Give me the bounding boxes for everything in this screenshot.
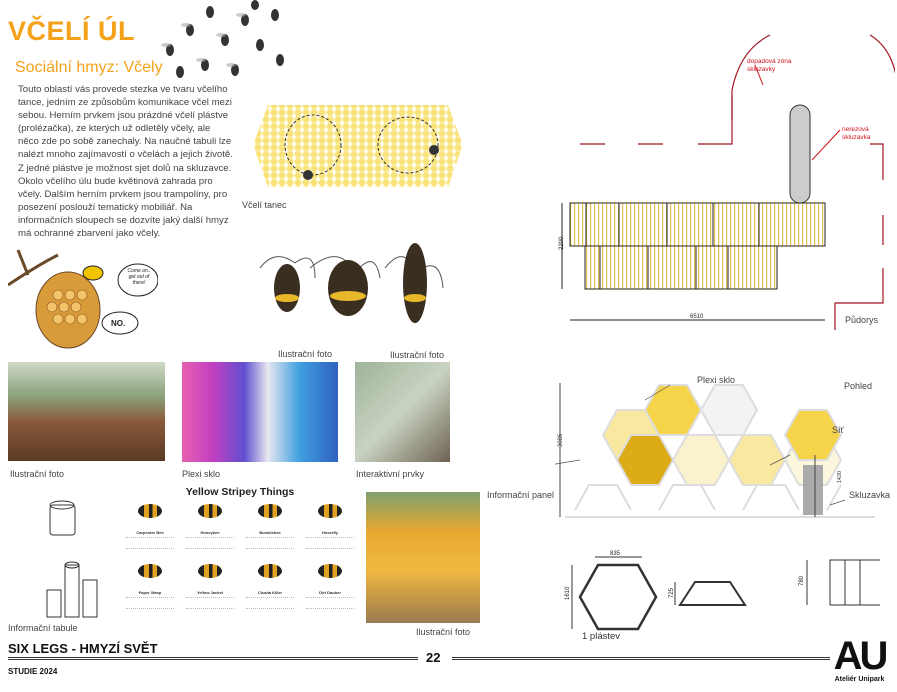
plexi-glass-photo — [182, 362, 338, 462]
insect-card: Dirt Dauber — [300, 564, 360, 609]
insect-card: Hoverfly — [300, 504, 360, 549]
footer-rule-right — [452, 657, 830, 660]
dim-depth: 2200 — [559, 236, 565, 250]
slide-label: Skluzavka — [849, 490, 891, 500]
insect-card: Carpenter Bee — [120, 504, 180, 549]
dim-w: 835 — [610, 551, 621, 557]
insect-image — [258, 564, 282, 578]
kids-hexagon-photo — [366, 492, 480, 623]
insect-name: Yellow Jacket — [196, 590, 223, 595]
insect-image — [138, 564, 162, 578]
insect-description — [246, 597, 294, 609]
page-title: VČELÍ ÚL — [8, 16, 136, 46]
section-subtitle: Sociální hmyz: Včely — [15, 59, 163, 76]
insect-image — [258, 504, 282, 518]
plan-label: Půdorys — [845, 315, 879, 325]
interactive-element-photo — [355, 362, 450, 462]
elevation-drawing: 3085 — [555, 383, 875, 518]
insect-description — [306, 537, 354, 549]
caption-foto-4: Ilustrační foto — [416, 627, 471, 637]
insect-image — [318, 504, 342, 518]
dim-slide: 1420 — [837, 470, 844, 484]
logo-mark: AU — [833, 634, 889, 678]
insect-name: Bumblebee — [259, 530, 281, 535]
footer-rule-left — [8, 657, 418, 660]
caption-foto-2: Ilustrační foto — [390, 350, 445, 360]
insect-description — [186, 597, 234, 609]
bee-swarm-image — [161, 0, 284, 78]
three-bees-image — [259, 243, 444, 323]
cartoon-bubble-1: Come on.. get out of there! — [127, 268, 151, 286]
insect-card: Yellow Jacket — [180, 564, 240, 609]
impact-zone-label: dopadová zóna skluzavky — [747, 58, 792, 73]
logo-name: Ateliér Unipark — [834, 676, 885, 683]
view-label: Pohled — [844, 381, 873, 391]
caption-tabule: Informační tabule — [8, 623, 78, 633]
caption-plexi: Plexi sklo — [182, 469, 221, 479]
insect-description — [306, 597, 354, 609]
yellow-stripey-poster: Yellow Stripey Things Carpenter Bee Hone… — [120, 484, 360, 626]
footer-title: SIX LEGS - HMYZÍ SVĚT — [8, 641, 158, 656]
honeycomb-caption: 1 plástev — [582, 631, 621, 642]
insect-name: Dirt Dauber — [319, 590, 341, 595]
insect-name: Paper Wasp — [138, 590, 162, 595]
insect-description — [126, 537, 174, 549]
plexi-label: Plexi sklo — [697, 375, 736, 385]
cartoon-hive-image: NO. — [8, 249, 158, 349]
insect-card: Paper Wasp — [120, 564, 180, 609]
cartoon-bubble-2: NO. — [111, 319, 125, 328]
insect-name: Honeybee — [200, 530, 220, 535]
insect-image — [198, 564, 222, 578]
detail-drawings: 835 1610 725 780 — [565, 551, 880, 631]
insect-name: Hoverfly — [321, 530, 338, 535]
intro-paragraph: Touto oblastí vás provede stezka ve tvar… — [18, 84, 233, 240]
caption-bee-dance: Včelí tanec — [242, 200, 287, 210]
caption-foto-3: Ilustrační foto — [10, 469, 65, 479]
insect-image — [138, 504, 162, 518]
poster-title: Yellow Stripey Things — [185, 486, 295, 498]
insect-description — [186, 537, 234, 549]
insect-card: Cicada Killer — [240, 564, 300, 609]
floor-plan-drawing: 2200 6510 — [559, 34, 895, 330]
caption-interactive: Interaktivní prvky — [356, 469, 425, 479]
insect-description — [246, 537, 294, 549]
insect-name: Carpenter Bee — [136, 530, 164, 535]
info-panel-label: Informační panel — [487, 490, 555, 500]
dim-box: 780 — [799, 575, 805, 586]
dim-width: 6510 — [690, 314, 704, 320]
info-board-sketch — [46, 500, 98, 618]
bee-dance-image — [253, 105, 463, 187]
wooden-hexagon-photo — [8, 362, 165, 461]
page-number: 22 — [426, 650, 441, 665]
slide-plan-label: nerezová skluzavka — [842, 126, 871, 141]
atelier-logo: AU Ateliér Unipark — [832, 634, 889, 683]
dim-h: 1610 — [565, 586, 571, 600]
insect-description — [126, 597, 174, 609]
caption-foto-1: Ilustrační foto — [278, 349, 333, 359]
insect-image — [318, 564, 342, 578]
insect-name: Cicada Killer — [257, 590, 283, 595]
net-label: Síť — [832, 425, 844, 435]
footer-subtitle: STUDIE 2024 — [8, 667, 58, 676]
insect-card: Bumblebee — [240, 504, 300, 549]
insect-card: Honeybee — [180, 504, 240, 549]
dim-height: 3085 — [558, 433, 564, 447]
insect-image — [198, 504, 222, 518]
dim-trap: 725 — [669, 587, 675, 598]
